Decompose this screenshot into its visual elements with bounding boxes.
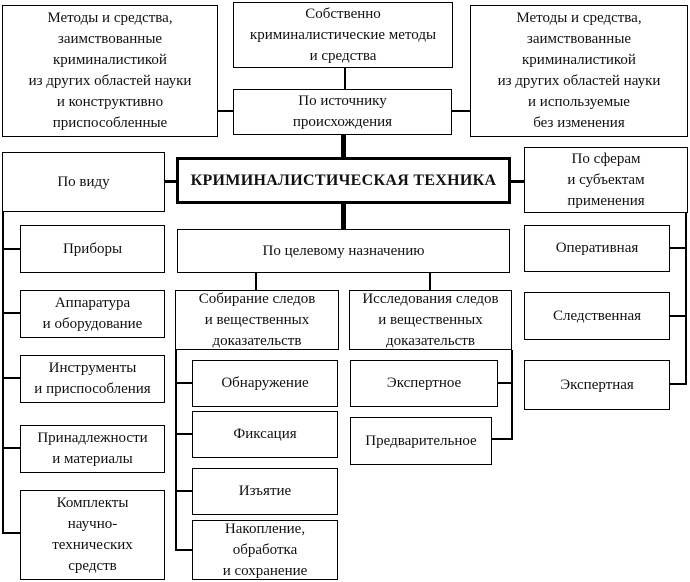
connector-stub-investigative	[670, 315, 685, 317]
connector-stub-apparatus	[4, 312, 20, 314]
connector-adapted-to-source	[218, 110, 233, 112]
node-apparatus-equipment: Аппаратура и оборудование	[20, 290, 165, 338]
connector-stub-seizure	[177, 490, 192, 492]
connector-source-to-unchanged	[452, 110, 470, 112]
connector-sphere-trunk	[685, 213, 687, 385]
connector-stub-devices	[4, 248, 20, 250]
node-operational: Оперативная	[524, 225, 670, 272]
connector-stub-expert-research	[498, 382, 511, 384]
node-devices: Приборы	[20, 225, 165, 273]
connector-purpose-to-collection	[255, 273, 257, 290]
node-by-source: По источнику происхождения	[233, 89, 452, 135]
connector-title-to-sphere	[511, 180, 524, 183]
node-preliminary-research: Предварительное	[350, 417, 492, 465]
connector-stub-operational	[670, 247, 685, 249]
node-by-type: По виду	[2, 152, 165, 212]
connector-stub-detection	[177, 382, 192, 384]
node-seizure: Изъятие	[192, 468, 338, 515]
connector-own-to-source	[344, 68, 346, 89]
connector-purpose-to-research	[429, 273, 431, 290]
connector-stub-instruments	[4, 377, 20, 379]
connector-title-to-purpose	[341, 204, 346, 229]
node-by-sphere: По сферам и субъектам применения	[524, 147, 688, 213]
node-scientific-technical-kits: Комплекты научно- технических средств	[20, 490, 165, 580]
node-investigative: Следственная	[524, 292, 670, 340]
connector-research-trunk	[511, 350, 513, 440]
connector-stub-kits	[4, 532, 20, 534]
node-accessories-materials: Принадлежности и материалы	[20, 425, 165, 473]
connector-source-to-title	[341, 135, 346, 157]
node-expert-research: Экспертное	[350, 360, 498, 407]
connector-stub-preliminary	[492, 438, 511, 440]
connector-stub-accessories	[4, 447, 20, 449]
node-collection-of-traces: Собирание следов и вещественных доказате…	[175, 290, 339, 350]
connector-stub-accumulation	[177, 549, 192, 551]
node-own-forensic-methods: Собственно криминалистические методы и с…	[233, 2, 453, 68]
node-by-purpose: По целевому назначению	[177, 229, 510, 273]
node-methods-borrowed-unchanged: Методы и средства, заимствованные кримин…	[470, 5, 688, 137]
connector-stub-fixation	[177, 433, 192, 435]
node-accumulation-processing: Накопление, обработка и сохранение	[192, 520, 338, 580]
connector-bytype-trunk	[2, 212, 4, 534]
connector-bytype-to-title	[165, 180, 176, 183]
node-expert-sphere: Экспертная	[524, 360, 670, 410]
node-instruments-appliances: Инструменты и приспособления	[20, 355, 165, 403]
node-methods-borrowed-adapted: Методы и средства, заимствованные кримин…	[2, 5, 218, 137]
node-research-of-traces: Исследования следов и вещественных доказ…	[349, 290, 512, 350]
node-detection: Обнаружение	[192, 360, 338, 407]
connector-collection-trunk	[175, 350, 177, 551]
node-forensic-technology-title: КРИМИНАЛИСТИЧЕСКАЯ ТЕХНИКА	[176, 157, 511, 204]
connector-stub-expert-sphere	[670, 383, 685, 385]
node-fixation: Фиксация	[192, 411, 338, 458]
